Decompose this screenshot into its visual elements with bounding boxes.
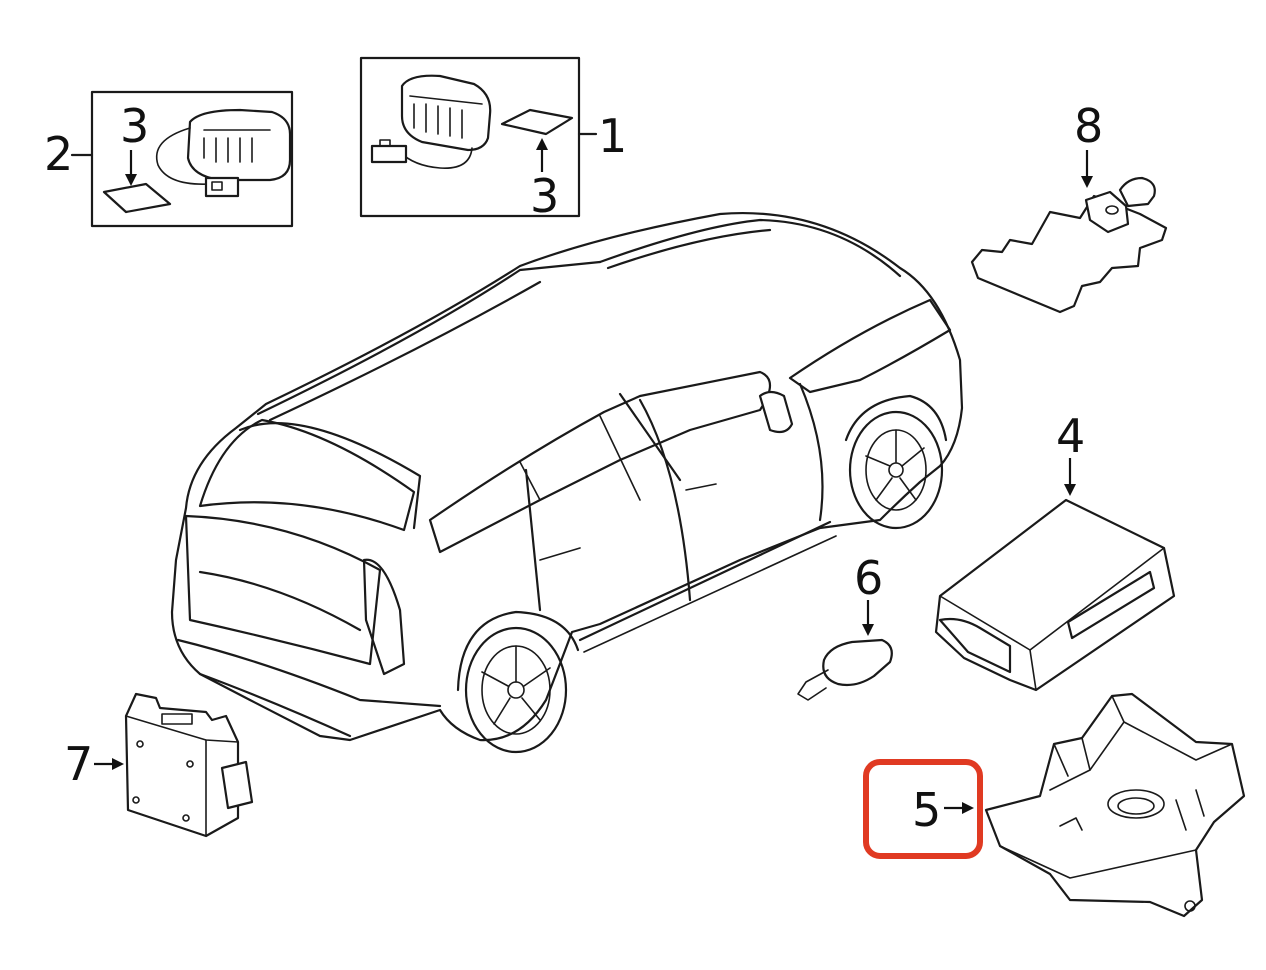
callout-3-right: 3 [530, 169, 559, 223]
highlight-box [863, 759, 983, 859]
vehicle-illustration [170, 212, 964, 754]
callout-5: 5 [912, 783, 941, 837]
callout-8: 8 [1074, 99, 1103, 153]
callout-box-1 [359, 56, 598, 218]
callout-1: 1 [598, 109, 627, 163]
part-7-control-unit [94, 692, 254, 838]
callout-2: 2 [44, 127, 73, 181]
callout-3-left: 3 [120, 99, 149, 153]
callout-6: 6 [854, 551, 883, 605]
callout-7: 7 [64, 737, 93, 791]
part-6-sensor [797, 600, 893, 701]
callout-box-2 [70, 90, 294, 228]
part-4-module [934, 458, 1176, 692]
part-8-antenna [970, 150, 1168, 314]
callout-4: 4 [1056, 409, 1085, 463]
part-5-bracket [944, 692, 1246, 918]
